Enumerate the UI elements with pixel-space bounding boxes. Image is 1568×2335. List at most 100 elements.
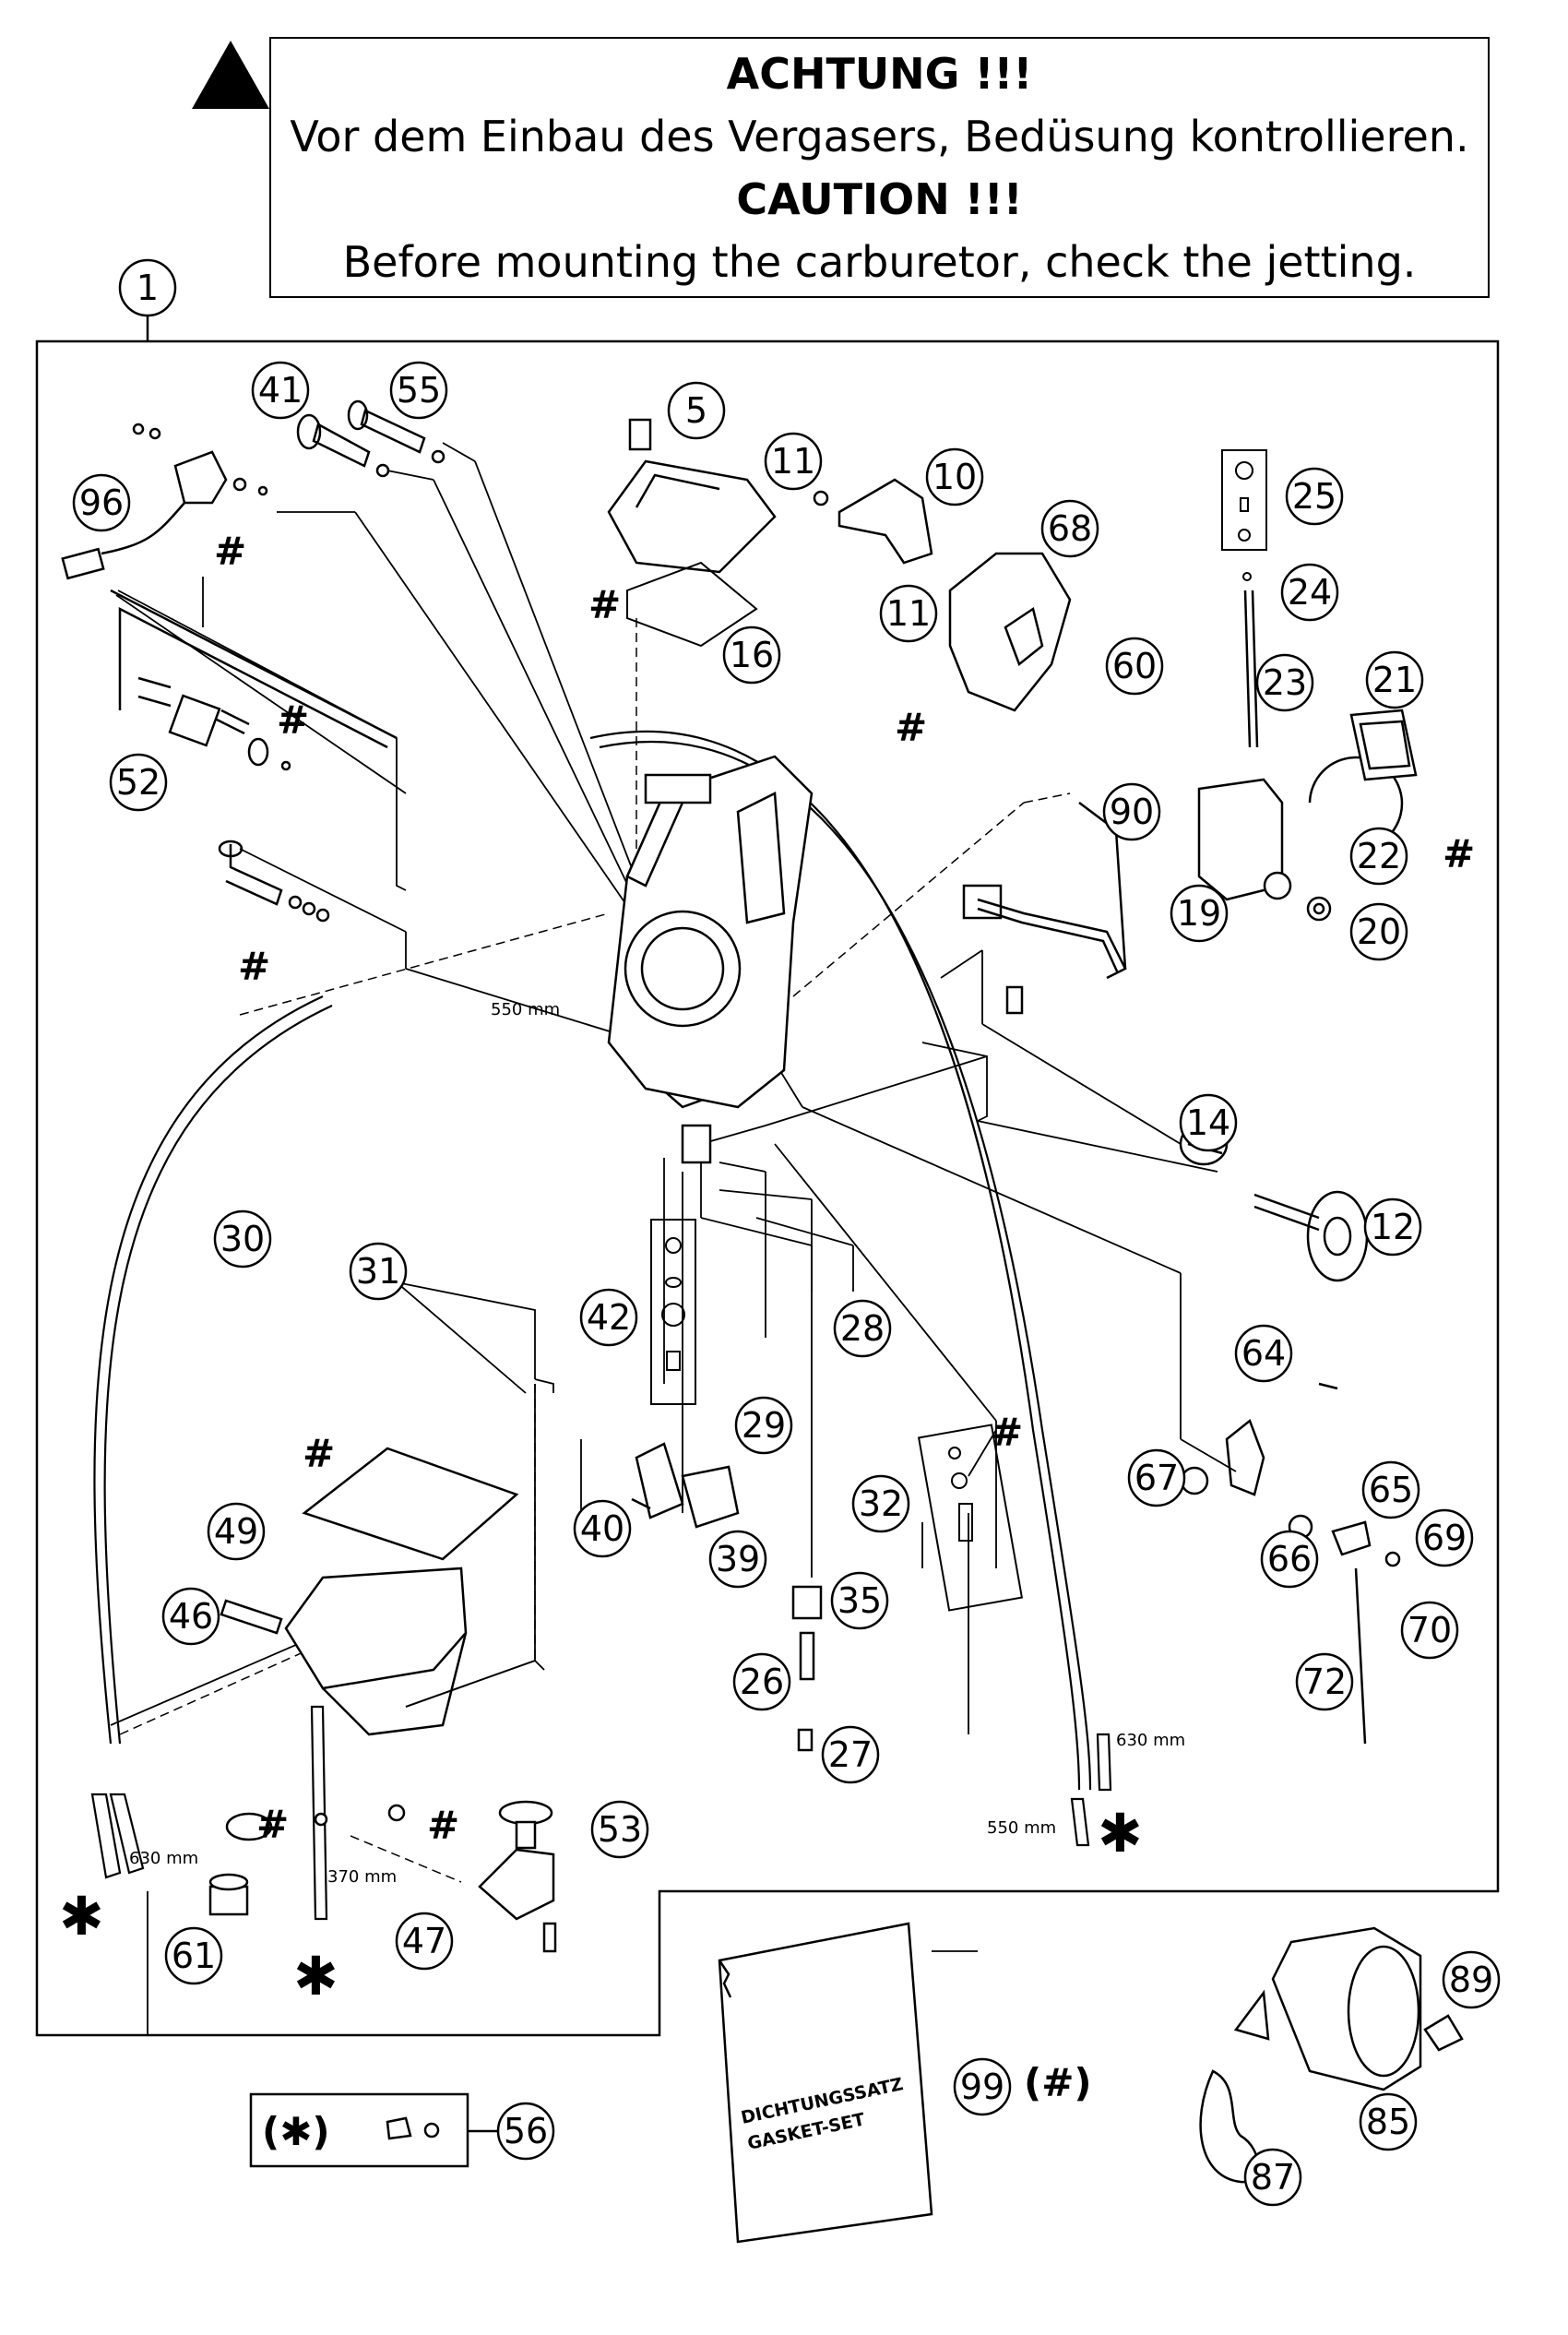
callout-circle bbox=[722, 625, 781, 685]
callout-67: 67 bbox=[1127, 1448, 1186, 1507]
part-19-pump-housing bbox=[1197, 590, 1418, 922]
callout-circle bbox=[496, 2102, 555, 2161]
callout-66: 66 bbox=[1260, 1530, 1319, 1589]
callout-circle bbox=[764, 432, 823, 491]
assembly-frame bbox=[35, 314, 1500, 2037]
callout-label: 87 bbox=[1251, 2157, 1295, 2198]
dimension-hose-550-top: 550 mm bbox=[491, 1000, 560, 1019]
callout-52: 52 bbox=[109, 753, 168, 812]
hose-kit-mark: ✱ bbox=[293, 1945, 339, 2007]
callout-61: 61 bbox=[164, 1926, 223, 1985]
callout-circle bbox=[1349, 827, 1408, 886]
callout-circle bbox=[1365, 650, 1424, 709]
callout-circle bbox=[213, 1209, 272, 1269]
callout-circle bbox=[1280, 563, 1339, 622]
hose-370 bbox=[310, 1705, 328, 1921]
callout-circle bbox=[1400, 1601, 1459, 1660]
callout-label: 22 bbox=[1357, 836, 1401, 876]
callout-circle bbox=[879, 584, 938, 643]
callout-circle bbox=[1179, 1093, 1238, 1152]
callout-87: 87 bbox=[1243, 2148, 1302, 2207]
callout-label: 60 bbox=[1112, 646, 1157, 686]
caution-notice: ACHTUNG !!! Vor dem Einbau des Vergasers… bbox=[269, 37, 1490, 298]
hose-right bbox=[589, 730, 1081, 1791]
callout-label: 1 bbox=[137, 268, 159, 308]
warning-triangle-icon bbox=[192, 41, 269, 109]
callout-label: 61 bbox=[172, 1936, 216, 1976]
gasket-set-mark: # bbox=[588, 582, 621, 627]
callout-circle bbox=[573, 1499, 632, 1558]
callout-label: 72 bbox=[1302, 1662, 1347, 1702]
callout-label: 23 bbox=[1263, 662, 1307, 703]
callout-53: 53 bbox=[590, 1800, 649, 1859]
callout-circle bbox=[851, 1474, 910, 1533]
callout-60: 60 bbox=[1105, 637, 1164, 696]
dashed-axis-lines bbox=[119, 618, 1071, 1883]
callout-label: 11 bbox=[886, 593, 931, 634]
callout-19: 19 bbox=[1170, 884, 1229, 943]
callout-label: 42 bbox=[587, 1297, 631, 1338]
hose-kit-mark: ✱ bbox=[59, 1885, 104, 1948]
callout-label: 29 bbox=[742, 1405, 786, 1446]
symbol-marks: ##########✱✱✱ bbox=[59, 529, 1475, 2007]
callout-14: 14 bbox=[1179, 1093, 1238, 1152]
callout-label: 32 bbox=[859, 1483, 903, 1524]
callout-label: 49 bbox=[214, 1511, 258, 1552]
parts-26-27-35-jets bbox=[791, 1585, 823, 1752]
dimension-hose-630-right: 630 mm bbox=[1116, 1731, 1185, 1750]
callout-circle bbox=[732, 1652, 791, 1711]
carburetor-body bbox=[607, 755, 814, 1164]
caution-title-en: CAUTION !!! bbox=[736, 174, 1023, 224]
callout-56: 56 bbox=[496, 2102, 555, 2161]
callout-70: 70 bbox=[1400, 1601, 1459, 1660]
callout-35: 35 bbox=[830, 1571, 889, 1630]
callout-29: 29 bbox=[734, 1396, 793, 1455]
callout-69: 69 bbox=[1415, 1508, 1474, 1567]
callout-31: 31 bbox=[349, 1242, 408, 1301]
gasket-set-ref-marker: (#) bbox=[1024, 2060, 1092, 2105]
callout-65: 65 bbox=[1361, 1460, 1420, 1519]
callout-label: 85 bbox=[1366, 2102, 1410, 2142]
callout-label: 90 bbox=[1110, 792, 1154, 832]
callout-1: 1 bbox=[118, 258, 177, 317]
callout-label: 39 bbox=[716, 1539, 760, 1579]
hose-kit-legend-marker: (✱) bbox=[262, 2109, 330, 2154]
callout-circle bbox=[821, 1725, 880, 1784]
gasket-set-mark: # bbox=[1443, 831, 1475, 876]
parts-41-55-adjust-screws bbox=[296, 399, 445, 478]
callout-label: 53 bbox=[598, 1809, 642, 1850]
callout-label: 11 bbox=[771, 441, 815, 482]
callout-circle bbox=[1363, 1197, 1422, 1257]
callout-circle bbox=[1361, 1460, 1420, 1519]
callout-label: 70 bbox=[1408, 1610, 1452, 1650]
callout-circle bbox=[118, 258, 177, 317]
callout-99: 99 bbox=[953, 2057, 1012, 2116]
vent-hoses bbox=[90, 730, 1112, 1921]
hose-left bbox=[93, 995, 324, 1745]
callout-label: 26 bbox=[740, 1662, 784, 1702]
part-90-cable bbox=[962, 802, 1127, 1015]
part-68-pulley-cover bbox=[948, 552, 1072, 712]
callout-circle bbox=[207, 1502, 266, 1561]
callout-12: 12 bbox=[1363, 1197, 1422, 1257]
callout-label: 31 bbox=[356, 1251, 400, 1292]
callout-label: 56 bbox=[504, 2111, 548, 2151]
gasket-set-mark: # bbox=[991, 1410, 1023, 1455]
callout-circle bbox=[1234, 1324, 1293, 1383]
callout-circle bbox=[953, 2057, 1012, 2116]
part-52-valve bbox=[110, 589, 398, 771]
callout-90: 90 bbox=[1102, 782, 1161, 841]
callout-label: 66 bbox=[1267, 1539, 1312, 1579]
legend-56-box bbox=[249, 2092, 498, 2168]
callout-label: 68 bbox=[1048, 508, 1092, 549]
callout-46: 46 bbox=[161, 1587, 220, 1646]
callout-circle bbox=[708, 1530, 767, 1589]
callout-64: 64 bbox=[1234, 1324, 1293, 1383]
callout-11a: 11 bbox=[764, 432, 823, 491]
gasket-set-mark: # bbox=[238, 944, 270, 989]
dimension-hose-370: 370 mm bbox=[327, 1867, 397, 1887]
gasket-set-mark: # bbox=[427, 1803, 459, 1848]
callout-label: 40 bbox=[580, 1508, 624, 1549]
callout-circle bbox=[1295, 1652, 1354, 1711]
